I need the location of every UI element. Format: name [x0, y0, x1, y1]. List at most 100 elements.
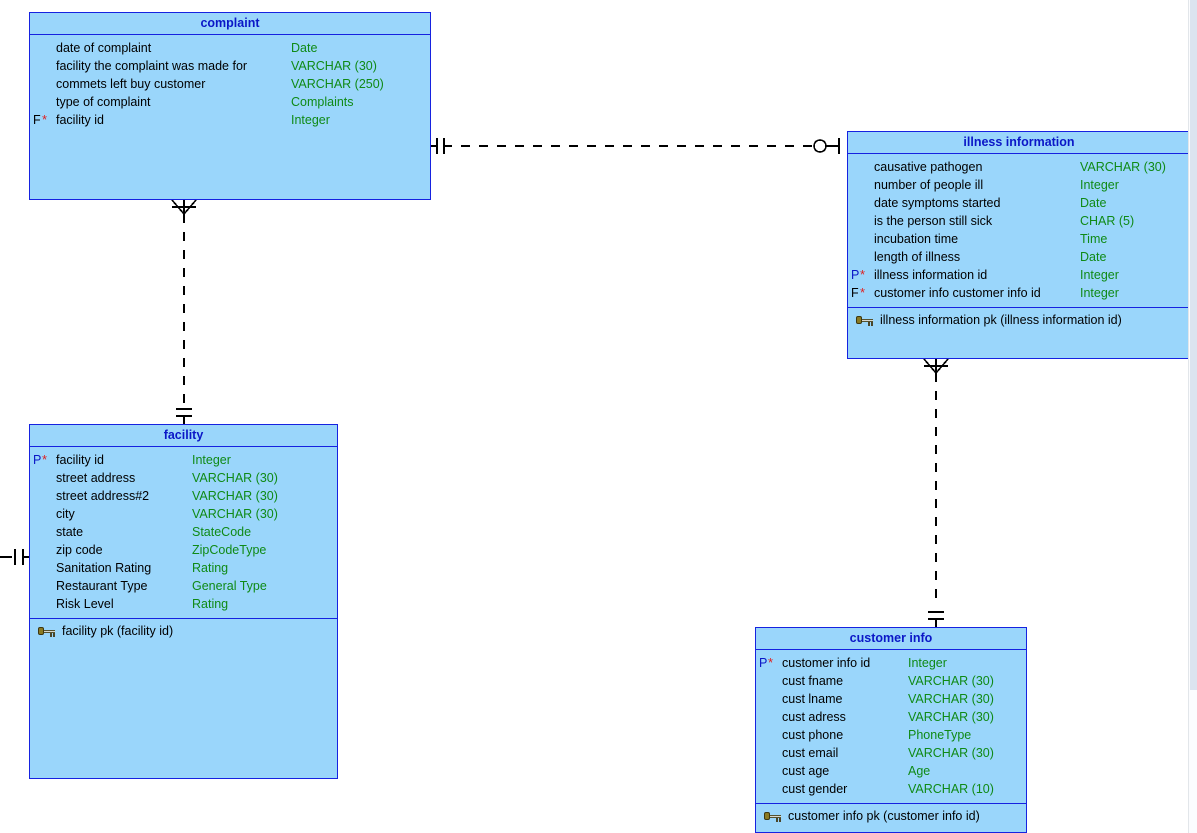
attribute-row[interactable]: F* facility id Integer	[30, 111, 430, 129]
attribute-type: VARCHAR (30)	[291, 59, 377, 73]
entity-complaint[interactable]: complaint date of complaint Date facility …	[29, 12, 431, 200]
attribute-row[interactable]: city VARCHAR (30)	[30, 505, 337, 523]
attribute-mandatory-marker: *	[860, 267, 866, 282]
key-icon	[38, 626, 55, 637]
attribute-type: VARCHAR (30)	[1080, 160, 1166, 174]
attribute-name: commets left buy customer	[56, 77, 206, 91]
attribute-name: facility the complaint was made for	[56, 59, 248, 73]
pk-constraint-label: facility pk (facility id)	[62, 624, 174, 638]
entity-title-complaint: complaint	[30, 13, 430, 35]
entity-title-facility: facility	[30, 425, 337, 447]
attribute-name: street address	[56, 471, 136, 485]
attribute-name: cust gender	[782, 782, 848, 796]
attribute-key-marker: F	[33, 113, 41, 127]
attribute-row[interactable]: facility the complaint was made for VARCH…	[30, 57, 430, 75]
attribute-mandatory-marker: *	[42, 452, 48, 467]
attribute-name: state	[56, 525, 84, 539]
attribute-row[interactable]: P* facility id Integer	[30, 451, 337, 469]
attribute-type: Integer	[291, 113, 330, 127]
attribute-type: PhoneType	[908, 728, 972, 742]
attribute-name: incubation time	[874, 232, 959, 246]
attribute-type: Age	[908, 764, 931, 778]
attribute-type: VARCHAR (30)	[192, 507, 278, 521]
attribute-mandatory-marker: *	[860, 285, 866, 300]
pk-constraint-facility: facility pk (facility id)	[30, 618, 337, 639]
attribute-type: Date	[291, 41, 318, 55]
attribute-mandatory-marker: *	[42, 112, 48, 127]
attribute-type: VARCHAR (30)	[908, 710, 994, 724]
attribute-type: CHAR (5)	[1080, 214, 1135, 228]
attribute-name: facility id	[56, 113, 104, 127]
attribute-row[interactable]: date of complaint Date	[30, 39, 430, 57]
attribute-name: Sanitation Rating	[56, 561, 152, 575]
attribute-row[interactable]: state StateCode	[30, 523, 337, 541]
attribute-type: ZipCodeType	[192, 543, 267, 557]
attribute-type: VARCHAR (30)	[192, 471, 278, 485]
attribute-row[interactable]: is the person still sick CHAR (5)	[848, 212, 1190, 230]
attribute-type: General Type	[192, 579, 267, 593]
attribute-row[interactable]: Sanitation Rating Rating	[30, 559, 337, 577]
attribute-type: Integer	[908, 656, 947, 670]
attribute-name: facility id	[56, 453, 104, 467]
attribute-row[interactable]: cust phone PhoneType	[756, 726, 1026, 744]
attribute-row[interactable]: causative pathogen VARCHAR (30)	[848, 158, 1190, 176]
attribute-row[interactable]: cust adress VARCHAR (30)	[756, 708, 1026, 726]
attribute-name: cust email	[782, 746, 839, 760]
attribute-name: cust adress	[782, 710, 846, 724]
key-icon	[764, 811, 781, 822]
attribute-key-marker: P	[851, 268, 860, 282]
attribute-key-marker: P	[33, 453, 42, 467]
vertical-scrollbar[interactable]	[1188, 0, 1197, 833]
attribute-type: Rating	[192, 561, 229, 575]
attribute-list-illness-information: causative pathogen VARCHAR (30) number of …	[848, 154, 1190, 307]
relationship-complaint-facility	[171, 199, 197, 424]
attribute-row[interactable]: street address VARCHAR (30)	[30, 469, 337, 487]
attribute-type: StateCode	[192, 525, 252, 539]
attribute-name: causative pathogen	[874, 160, 983, 174]
attribute-type: VARCHAR (30)	[908, 692, 994, 706]
attribute-key-marker: P	[759, 656, 768, 670]
pk-constraint-label: illness information pk (illness informat…	[880, 313, 1122, 327]
attribute-name: number of people ill	[874, 178, 984, 192]
attribute-name: city	[56, 507, 75, 521]
pk-constraint-customer-info: customer info pk (customer info id)	[756, 803, 1026, 824]
attribute-name: cust fname	[782, 674, 844, 688]
attribute-mandatory-marker: *	[768, 655, 774, 670]
attribute-type: Complaints	[291, 95, 354, 109]
key-icon	[856, 315, 873, 326]
entity-facility[interactable]: facility P* facility id Integer street addr…	[29, 424, 338, 779]
scrollbar-thumb[interactable]	[1190, 0, 1197, 690]
attribute-type: Time	[1080, 232, 1108, 246]
attribute-name: length of illness	[874, 250, 961, 264]
attribute-type: VARCHAR (30)	[192, 489, 278, 503]
attribute-type: Integer	[192, 453, 231, 467]
attribute-name: is the person still sick	[874, 214, 993, 228]
attribute-name: cust phone	[782, 728, 844, 742]
attribute-name: date symptoms started	[874, 196, 1001, 210]
attribute-row[interactable]: incubation time Time	[848, 230, 1190, 248]
attribute-name: date of complaint	[56, 41, 152, 55]
pk-constraint-label: customer info pk (customer info id)	[788, 809, 980, 823]
